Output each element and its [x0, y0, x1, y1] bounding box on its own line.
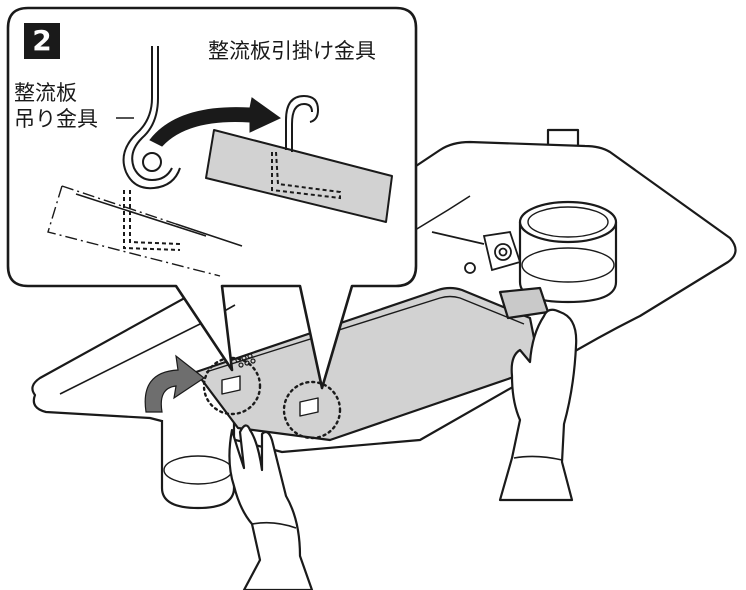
duct-collar: [518, 200, 618, 304]
step-number-badge: 2: [24, 23, 60, 59]
hanger-hook: [122, 46, 181, 251]
hook-transfer-arrow: [149, 97, 281, 147]
hook-position-marks: [202, 356, 342, 440]
hanger-bracket-label-line1: 整流板: [14, 81, 77, 105]
callout-baffle-plate: [205, 129, 393, 223]
left-hand: [228, 424, 314, 590]
detail-callout: [6, 6, 418, 390]
lower-duct-collar: [160, 420, 236, 510]
callout-hood-solid: [75, 193, 243, 247]
plate-hook: [271, 94, 341, 200]
right-hand: [498, 308, 578, 502]
hook-bracket-label: 整流板引掛け金具: [208, 39, 376, 63]
callout-hood-edge: [47, 185, 221, 277]
hanger-bracket-label-line2: 吊り金具: [14, 107, 98, 131]
hanger-bracket: [431, 230, 522, 274]
baffle-plate: [194, 286, 550, 442]
rotate-arrow: [144, 354, 206, 413]
